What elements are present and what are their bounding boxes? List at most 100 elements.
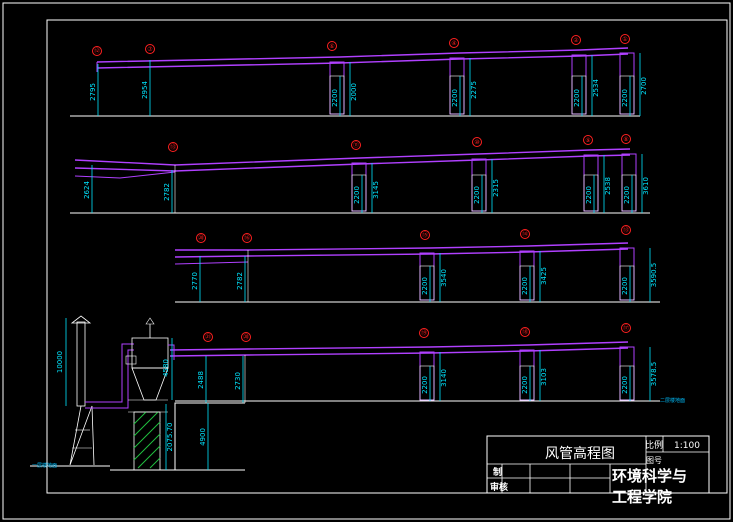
- made-by-label: 制: [493, 466, 502, 478]
- marker: ⑮: [422, 231, 428, 239]
- marker: ②: [573, 37, 579, 44]
- checked-by-label: 审核: [490, 481, 508, 493]
- dim-value: 2538: [604, 177, 612, 195]
- marker: ⑥: [329, 43, 334, 50]
- marker: ④: [451, 40, 456, 47]
- base-upper-dim: 2075.70: [166, 423, 174, 452]
- dim-value: 2730: [234, 372, 242, 390]
- chimney-cap: [70, 315, 92, 324]
- dim-value: 2200: [621, 376, 629, 394]
- marker: ⑱: [522, 328, 528, 336]
- base-lower-dim: 4900: [199, 428, 207, 446]
- marker: ⑳: [243, 333, 249, 341]
- marker: ⑯: [244, 234, 250, 242]
- dim-value: 2000: [350, 83, 358, 101]
- row2-markers: ⑬ ⑪ ⑩ ⑨ ⑧: [168, 134, 631, 152]
- dim-value: 2200: [451, 89, 459, 107]
- elevation-row-2: ⑬ ⑪ ⑩ ⑨ ⑧ 2624 2782 2200 3145 2200 2315 …: [70, 134, 650, 214]
- chimney-stack: [76, 321, 86, 407]
- dim-value: 3145: [372, 181, 380, 199]
- dim-value: 2200: [473, 186, 481, 204]
- row3-drop-14: [519, 250, 535, 301]
- row2-drop-10: [471, 158, 487, 212]
- marker: ⑳: [198, 234, 204, 242]
- dim-value: 2782: [163, 183, 171, 201]
- row2-dim-texts: 2624 2782 2200 3145 2200 2315 2200 2538 …: [83, 177, 650, 204]
- marker: ⑪: [353, 141, 359, 149]
- dim-value: 2315: [492, 179, 500, 197]
- dim-value: 2200: [521, 277, 529, 295]
- inner-frame: [46, 19, 728, 494]
- row1-drop-2: [571, 54, 587, 115]
- chimney-height-dim: 10000: [56, 351, 64, 373]
- row1-drop-6: [329, 61, 345, 115]
- marker: ⑬: [623, 226, 629, 234]
- dim-value: 2200: [621, 89, 629, 107]
- row3-drop-15: [419, 252, 435, 301]
- dim-value: 2200: [585, 186, 593, 204]
- dim-value: 2488: [197, 371, 205, 389]
- elevation-row-3: ⑳ ⑯ ⑮ ⑭ ⑬ 2770 2782 2200 3540 2200 3425 …: [174, 225, 660, 303]
- ground-label-floor1: 一层楼地面: [32, 462, 57, 469]
- marker: ⑫: [94, 47, 100, 55]
- row2-drop-8: [621, 153, 637, 212]
- dim-value: 2954: [141, 81, 149, 99]
- marker: ⑨: [585, 137, 590, 144]
- sheet-label: 图号: [646, 456, 662, 465]
- row3-dim-texts: 2770 2782 2200 3540 2200 3425 2200 3590.…: [191, 263, 658, 295]
- row1-duct-upper: [96, 47, 629, 63]
- row2-drop-9: [583, 154, 599, 212]
- dim-value: 2200: [353, 186, 361, 204]
- row1-duct-lower: [96, 53, 629, 69]
- elevation-row-1: ⑫ ⑦ ⑥ ④ ② ① 2795 2954 2200 2000 2200 227…: [70, 34, 648, 117]
- dim-value: 2624: [83, 181, 91, 199]
- marker: ⑭: [522, 230, 528, 238]
- dim-value: 2700: [640, 77, 648, 95]
- dim-value: 2200: [421, 277, 429, 295]
- marker: ⑲: [421, 329, 427, 337]
- dim-value: 3425: [540, 267, 548, 285]
- dim-value: 2200: [521, 376, 529, 394]
- dim-value: 3103: [540, 368, 548, 386]
- row4-drop-17: [619, 346, 635, 401]
- drawing-title: 风管高程图: [545, 445, 615, 462]
- row3-drop-13: [619, 247, 635, 301]
- marker: ⑰: [623, 324, 629, 332]
- ground-label-floor2: 二层楼地面: [660, 397, 685, 404]
- dim-value: 2200: [621, 277, 629, 295]
- chimney-support: [69, 405, 95, 466]
- row3-markers: ⑳ ⑯ ⑮ ⑭ ⑬: [196, 225, 631, 243]
- row1-drop-4: [449, 57, 465, 115]
- connector-duct: [85, 343, 134, 403]
- title-block: 风管高程图 比例 1:100 图号 制 审核 环境科学与工程学院: [486, 435, 710, 506]
- dim-value: 2795: [89, 83, 97, 101]
- row4-drop-19: [419, 351, 435, 401]
- marker: ⑧: [623, 136, 628, 143]
- marker: ⑩: [474, 139, 479, 146]
- row1-dim-lines: [97, 53, 641, 116]
- dim-value: 2770: [191, 272, 199, 290]
- dim-value: 3578.5: [650, 362, 658, 387]
- marker: ⑦: [147, 46, 153, 53]
- row4-dim-texts: 2488 2730 2200 3140 2200 3103 2200 3578.…: [197, 362, 658, 394]
- dim-value: 2275: [470, 81, 478, 99]
- cyclone-height-dim: 4580: [162, 359, 170, 377]
- marker: ①: [622, 36, 627, 43]
- dim-value: 3610: [642, 177, 650, 195]
- dim-value: 3590.5: [650, 263, 658, 288]
- row1-dim-texts: 2795 2954 2200 2000 2200 2275 2200 2534 …: [89, 77, 648, 107]
- dim-value: 2782: [236, 272, 244, 290]
- base-hatch: [133, 411, 161, 469]
- dim-value: 2200: [421, 376, 429, 394]
- row4-drop-18: [519, 349, 535, 401]
- marker: ⑬: [170, 143, 176, 151]
- row1-drop-1: [619, 52, 635, 115]
- marker: ㉑: [205, 333, 211, 341]
- equipment-group: 10000 4580 2075.70 4900: [30, 315, 245, 471]
- institution-name: 环境科学与工程学院: [612, 467, 688, 506]
- row1-markers: ⑫ ⑦ ⑥ ④ ② ①: [92, 34, 630, 56]
- row4-markers: ㉑ ⑳ ⑲ ⑱ ⑰: [203, 323, 631, 342]
- elevation-row-4: ㉑ ⑳ ⑲ ⑱ ⑰ 2488 2730 2200 3140 2200 3103 …: [169, 323, 660, 403]
